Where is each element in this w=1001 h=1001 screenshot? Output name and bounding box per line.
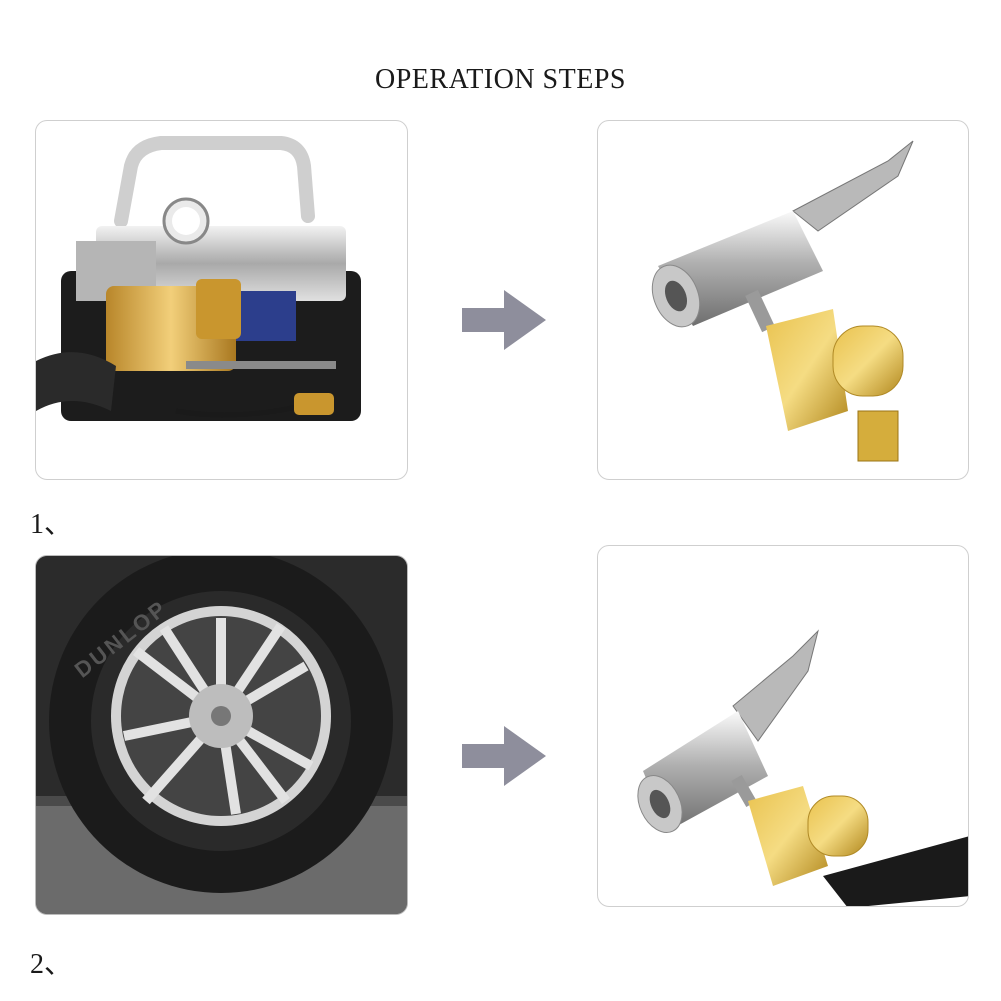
step-label-2: 2、 <box>30 949 73 980</box>
arrow-right-icon <box>462 726 546 791</box>
air-compressor-image <box>35 120 408 480</box>
page-title: OPERATION STEPS <box>375 64 626 95</box>
arrow-right-icon <box>462 290 546 355</box>
chuck-with-hose-image <box>597 545 969 907</box>
brass-chuck-image <box>597 120 969 480</box>
car-tire-image: DUNLOP <box>35 555 408 915</box>
step-label-1: 1、 <box>30 509 73 540</box>
